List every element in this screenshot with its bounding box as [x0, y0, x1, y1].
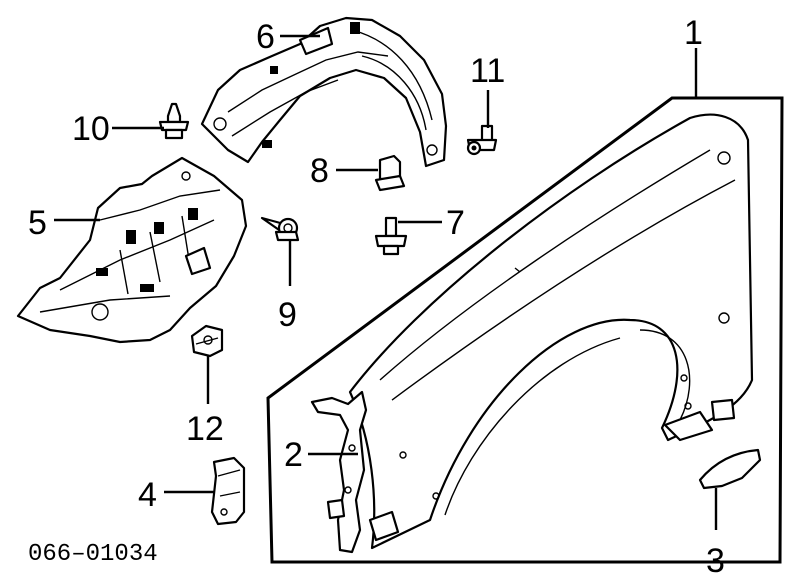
clip-nut-12[interactable]: [190, 324, 224, 358]
callout-12: 12: [186, 410, 224, 448]
clip-9[interactable]: [260, 216, 300, 242]
callout-1: 1: [684, 14, 703, 52]
push-clip-10[interactable]: [158, 102, 190, 140]
inner-fender-liner[interactable]: [200, 16, 448, 168]
leader-lines: [54, 34, 718, 530]
callout-5: 5: [28, 204, 47, 242]
bolt-7[interactable]: [374, 216, 408, 256]
small-bracket[interactable]: [210, 456, 246, 526]
callout-4: 4: [138, 476, 157, 514]
callout-8: 8: [310, 152, 329, 190]
callout-3: 3: [706, 542, 725, 580]
fender-assembly-frame: [266, 96, 784, 564]
screw-clip-11[interactable]: [466, 124, 498, 156]
splash-shield[interactable]: [16, 156, 248, 344]
callout-2: 2: [284, 436, 303, 474]
fender-bracket[interactable]: [310, 390, 400, 554]
drawing-code: 066–01034: [28, 541, 158, 568]
callout-10: 10: [72, 110, 110, 148]
callout-labels: 1 2 3 4 5 6 7 8 9 10 11 12: [28, 14, 725, 580]
callout-9: 9: [278, 296, 297, 334]
callout-7: 7: [446, 204, 465, 242]
fender-moulding[interactable]: [698, 448, 762, 490]
front-fender[interactable]: [348, 113, 754, 550]
callout-11: 11: [470, 52, 505, 90]
callout-6: 6: [256, 18, 275, 56]
nut-8[interactable]: [374, 154, 406, 192]
